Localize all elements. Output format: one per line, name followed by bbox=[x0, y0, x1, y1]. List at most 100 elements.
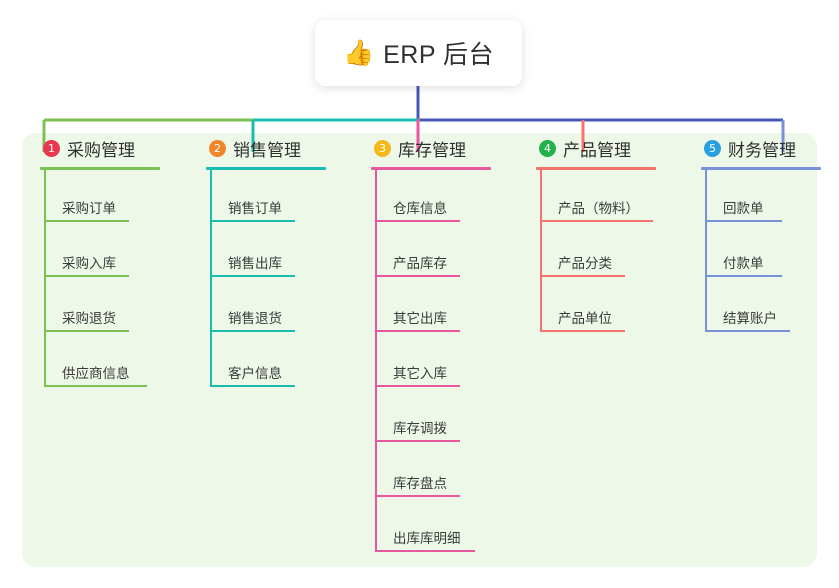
branch-header-4[interactable]: 4 产品管理 bbox=[522, 133, 672, 163]
branch-items: 采购订单采购入库采购退货供应商信息 bbox=[26, 170, 178, 390]
leaf-item-label: 回款单 bbox=[723, 201, 764, 216]
leaf-item-label: 销售出库 bbox=[228, 256, 282, 271]
leaf-item[interactable]: 库存调拨 bbox=[357, 390, 507, 445]
branch-items: 仓库信息产品库存其它出库其它入库库存调拨库存盘点出库库明细 bbox=[357, 170, 507, 555]
leaf-item[interactable]: 付款单 bbox=[687, 225, 837, 280]
leaf-item-label: 库存盘点 bbox=[393, 476, 447, 491]
leaf-item-rule bbox=[210, 330, 295, 332]
leaf-item-label: 销售订单 bbox=[228, 201, 282, 216]
branch-header-rule bbox=[206, 167, 326, 170]
root-node-title: ERP 后台 bbox=[383, 41, 495, 69]
leaf-item-rule bbox=[375, 440, 460, 442]
branch-header-2[interactable]: 2 销售管理 bbox=[192, 133, 342, 163]
branch-items: 产品（物料） 产品分类产品单位 bbox=[522, 170, 672, 335]
leaf-item-label: 其它出库 bbox=[393, 311, 447, 326]
branch-header-rule bbox=[701, 167, 821, 170]
leaf-item[interactable]: 回款单 bbox=[687, 170, 837, 225]
branch-title: 产品管理 bbox=[563, 140, 631, 160]
branch-column-1: 1 采购管理采购订单采购入库采购退货供应商信息 bbox=[26, 133, 178, 390]
root-node-erp-backend[interactable]: 👍 ERP 后台 bbox=[315, 20, 522, 86]
leaf-item-rule bbox=[210, 275, 295, 277]
leaf-item[interactable]: 结算账户 bbox=[687, 280, 837, 335]
branch-number-badge: 4 bbox=[539, 139, 556, 157]
leaf-item-rule bbox=[705, 275, 782, 277]
leaf-item[interactable]: 产品单位 bbox=[522, 280, 672, 335]
branch-number-badge: 1 bbox=[43, 139, 60, 157]
leaf-item-label: 产品（物料） bbox=[558, 201, 639, 216]
branch-number-badge: 2 bbox=[209, 139, 226, 157]
leaf-item-label: 库存调拨 bbox=[393, 421, 447, 436]
leaf-item[interactable]: 销售订单 bbox=[192, 170, 342, 225]
leaf-item[interactable]: 客户信息 bbox=[192, 335, 342, 390]
leaf-item[interactable]: 产品（物料） bbox=[522, 170, 672, 225]
leaf-item[interactable]: 采购订单 bbox=[26, 170, 178, 225]
leaf-item[interactable]: 采购退货 bbox=[26, 280, 178, 335]
branch-title: 采购管理 bbox=[67, 140, 135, 160]
leaf-item-rule bbox=[210, 220, 295, 222]
branch-header-1[interactable]: 1 采购管理 bbox=[26, 133, 178, 163]
leaf-item[interactable]: 其它出库 bbox=[357, 280, 507, 335]
branch-title: 销售管理 bbox=[233, 140, 301, 160]
diagram-background-panel bbox=[22, 133, 817, 567]
leaf-item-rule bbox=[705, 330, 790, 332]
leaf-item-rule bbox=[540, 275, 625, 277]
branch-spine bbox=[540, 170, 542, 332]
leaf-item[interactable]: 产品分类 bbox=[522, 225, 672, 280]
branch-spine bbox=[705, 170, 707, 332]
leaf-item-label: 产品分类 bbox=[558, 256, 612, 271]
leaf-item-rule bbox=[375, 330, 460, 332]
leaf-item[interactable]: 产品库存 bbox=[357, 225, 507, 280]
branch-column-4: 4 产品管理产品（物料） 产品分类产品单位 bbox=[522, 133, 672, 335]
branch-title: 财务管理 bbox=[728, 140, 796, 160]
leaf-item[interactable]: 销售出库 bbox=[192, 225, 342, 280]
leaf-item[interactable]: 供应商信息 bbox=[26, 335, 178, 390]
leaf-item-rule bbox=[540, 330, 625, 332]
branch-column-3: 3 库存管理仓库信息产品库存其它出库其它入库库存调拨库存盘点出库库明细 bbox=[357, 133, 507, 555]
branch-spine bbox=[210, 170, 212, 387]
leaf-item[interactable]: 出库库明细 bbox=[357, 500, 507, 555]
branch-title: 库存管理 bbox=[398, 140, 466, 160]
leaf-item-label: 结算账户 bbox=[723, 311, 777, 326]
leaf-item-label: 客户信息 bbox=[228, 366, 282, 381]
leaf-item[interactable]: 仓库信息 bbox=[357, 170, 507, 225]
leaf-item-rule bbox=[44, 275, 129, 277]
thumbs-up-icon: 👍 bbox=[342, 38, 375, 67]
branch-header-3[interactable]: 3 库存管理 bbox=[357, 133, 507, 163]
leaf-item-label: 付款单 bbox=[723, 256, 764, 271]
leaf-item-label: 出库库明细 bbox=[393, 531, 461, 546]
leaf-item-rule bbox=[375, 275, 460, 277]
leaf-item[interactable]: 销售退货 bbox=[192, 280, 342, 335]
branch-items: 销售订单销售出库销售退货客户信息 bbox=[192, 170, 342, 390]
leaf-item-label: 产品库存 bbox=[393, 256, 447, 271]
leaf-item-rule bbox=[44, 330, 129, 332]
branch-header-rule bbox=[40, 167, 160, 170]
leaf-item-rule bbox=[375, 385, 460, 387]
branch-number-badge: 3 bbox=[374, 139, 391, 157]
leaf-item-rule bbox=[44, 385, 147, 387]
branch-spine bbox=[44, 170, 46, 387]
branch-spine bbox=[375, 170, 377, 552]
leaf-item-label: 采购退货 bbox=[62, 311, 116, 326]
branch-header-rule bbox=[536, 167, 656, 170]
branch-header-rule bbox=[371, 167, 491, 170]
leaf-item-rule bbox=[705, 220, 782, 222]
leaf-item[interactable]: 库存盘点 bbox=[357, 445, 507, 500]
leaf-item-rule bbox=[210, 385, 295, 387]
branch-items: 回款单付款单结算账户 bbox=[687, 170, 837, 335]
leaf-item-rule bbox=[375, 220, 460, 222]
leaf-item-label: 其它入库 bbox=[393, 366, 447, 381]
leaf-item-label: 供应商信息 bbox=[62, 366, 130, 381]
leaf-item-label: 仓库信息 bbox=[393, 201, 447, 216]
leaf-item-label: 销售退货 bbox=[228, 311, 282, 326]
leaf-item-label: 采购订单 bbox=[62, 201, 116, 216]
leaf-item[interactable]: 其它入库 bbox=[357, 335, 507, 390]
leaf-item-label: 采购入库 bbox=[62, 256, 116, 271]
leaf-item-rule bbox=[375, 495, 460, 497]
leaf-item[interactable]: 采购入库 bbox=[26, 225, 178, 280]
leaf-item-label: 产品单位 bbox=[558, 311, 612, 326]
leaf-item-rule bbox=[44, 220, 129, 222]
leaf-item-rule bbox=[540, 220, 653, 222]
branch-column-2: 2 销售管理销售订单销售出库销售退货客户信息 bbox=[192, 133, 342, 390]
